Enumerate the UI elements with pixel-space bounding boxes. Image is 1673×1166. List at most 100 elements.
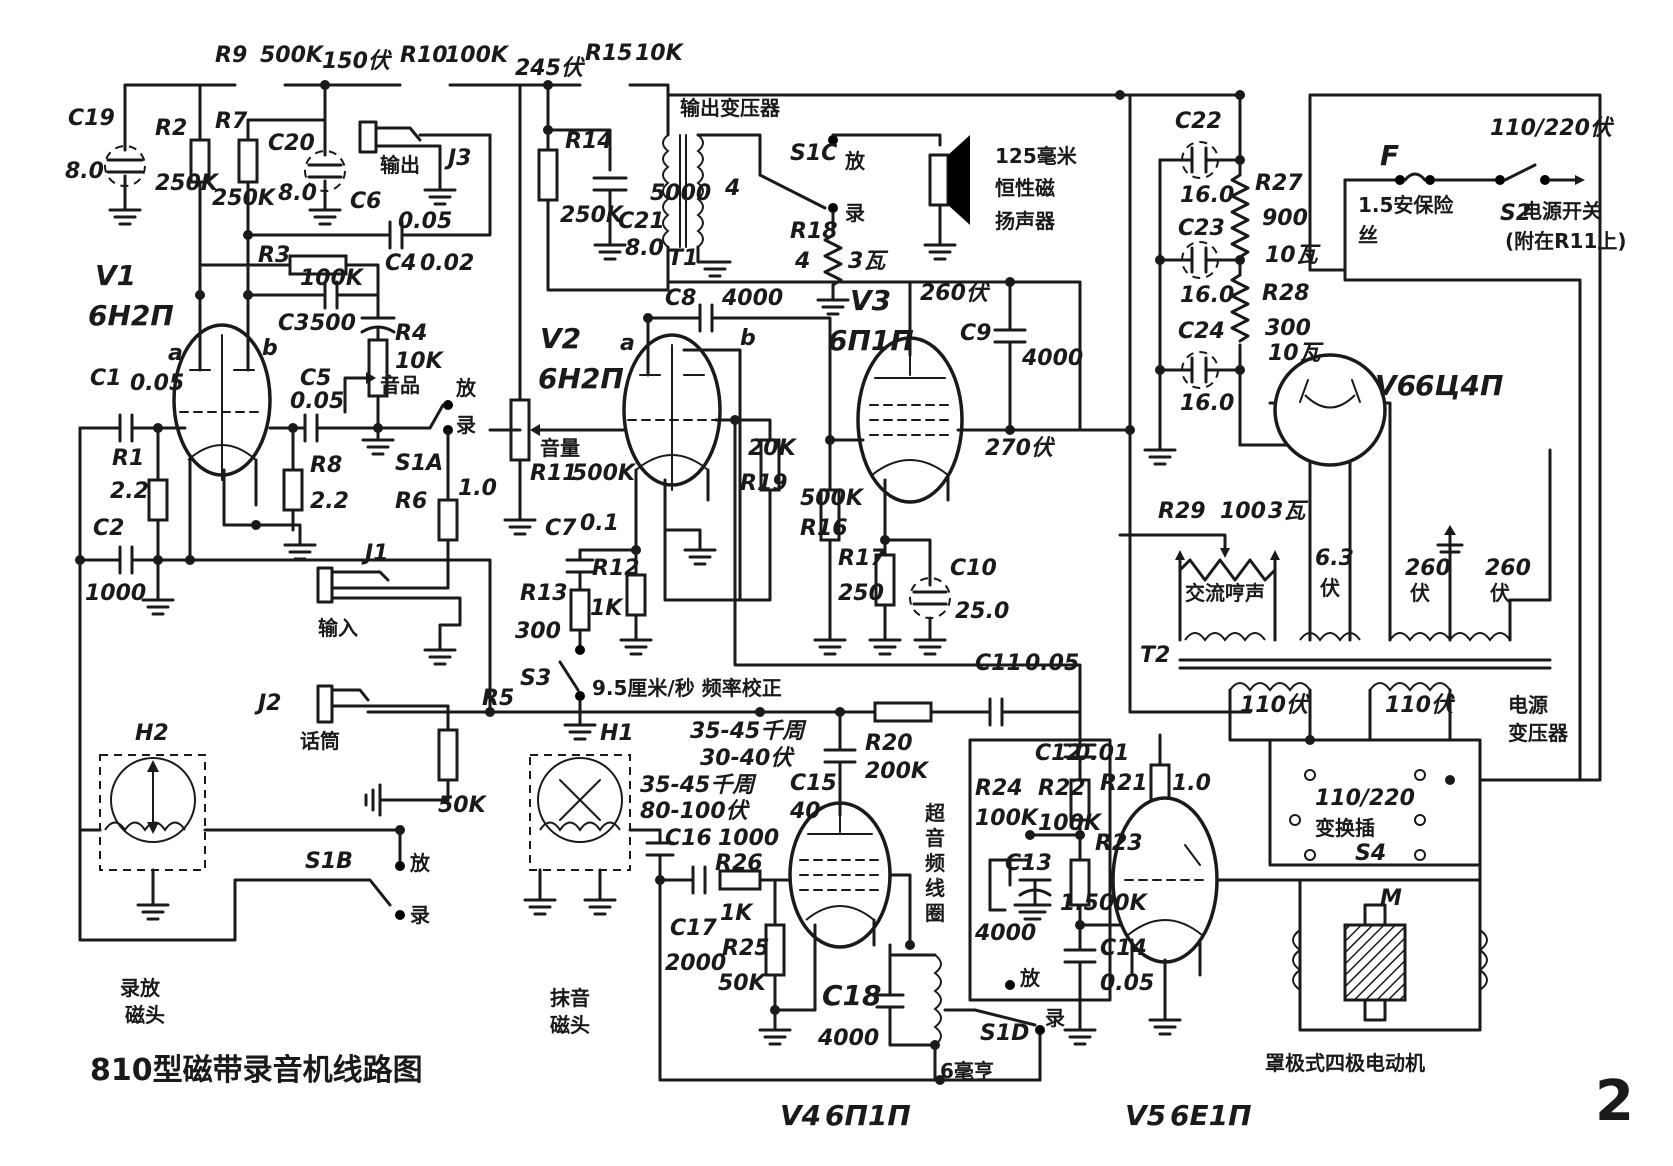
r12-ref: R12 <box>592 556 640 581</box>
c3-ref: C3 <box>278 311 309 336</box>
power-supply-section <box>1118 90 1602 1032</box>
s1c-record: 录 <box>845 201 865 225</box>
h2-label-2: 磁头 <box>125 1003 165 1027</box>
osc-coil-3: 频 <box>925 851 945 875</box>
s3-label: 9.5厘米/秒 频率校正 <box>592 676 782 700</box>
speaker-line-1: 125毫米 <box>995 144 1078 168</box>
v2-section <box>488 83 832 741</box>
hum-label: 交流哼声 <box>1185 581 1265 605</box>
r16-value: 500K <box>800 486 865 511</box>
v4-ref: V4 <box>780 1099 821 1132</box>
fuse-ref: F <box>1380 139 1399 172</box>
r4-value: 10K <box>395 349 445 374</box>
c12-ref: C12 <box>1035 741 1082 766</box>
s1d-play: 放 <box>1019 966 1041 990</box>
r6-ref: R6 <box>395 489 427 514</box>
heads-volt-1: 30-40伏 <box>700 746 795 771</box>
r16-ref: R16 <box>800 516 848 541</box>
t2-pri-a: 110伏 <box>1240 693 1311 718</box>
page-number: 2 <box>1595 1069 1634 1134</box>
c22-value: 16.0 <box>1180 183 1234 208</box>
b-plus-bus <box>123 80 1125 100</box>
v2-type: 6Н2П <box>538 362 624 395</box>
v1-ref: V1 <box>95 259 136 292</box>
s1b-ref: S1B <box>305 849 353 874</box>
heads-volt-2: 80-100伏 <box>640 799 751 824</box>
osc-coil-4: 线 <box>925 876 945 900</box>
c18-value: 4000 <box>817 1026 879 1051</box>
j3-label: 输出 <box>380 153 420 177</box>
r19-ref: R19 <box>740 471 788 496</box>
c7-value: 0.1 <box>580 511 619 536</box>
s2-ref: S2 <box>1500 201 1531 226</box>
osc-coil-5: 圈 <box>925 901 945 925</box>
s1d-record: 录 <box>1045 1006 1065 1030</box>
speaker-line-2: 恒性磁 <box>995 176 1055 200</box>
v4-v5-section <box>523 418 1302 1085</box>
c16-ref: C16 <box>665 826 712 851</box>
t2-label-a: 电源 <box>1508 693 1548 717</box>
v3-type: 6П1П <box>828 324 914 357</box>
c10-ref: C10 <box>950 556 997 581</box>
r1-value: 2.2 <box>110 479 149 504</box>
r28-ref: R28 <box>1262 281 1310 306</box>
r10-ref: R10 <box>400 43 448 68</box>
c9-value: 4000 <box>1021 346 1083 371</box>
s3-ref: S3 <box>520 666 551 691</box>
r20-ref: R20 <box>865 731 913 756</box>
osc-coil-1: 超 <box>924 801 946 825</box>
r3-ref: R3 <box>258 243 290 268</box>
c20-ref: C20 <box>268 131 315 156</box>
r27-ref: R27 <box>1255 171 1303 196</box>
j1-ref: J1 <box>361 541 389 566</box>
fil-unit: 伏 <box>1320 576 1340 600</box>
voltage-260: 260伏 <box>920 281 991 306</box>
r9-ref: R9 <box>215 43 247 68</box>
r29-ref: R29 <box>1158 499 1206 524</box>
hv-a-unit: 伏 <box>1410 581 1430 605</box>
r18-ref: R18 <box>790 219 838 244</box>
r28-power: 10瓦 <box>1268 341 1325 366</box>
hv-b: 260 <box>1485 556 1531 581</box>
s1c-ref: S1C <box>790 141 837 166</box>
labels: R9 500K 150伏 R10 100K 245伏 R15 10K 输出变压器… <box>65 41 1634 1134</box>
c14-value: 0.05 <box>1100 971 1154 996</box>
r5-value: 50K <box>438 793 488 818</box>
s1c-play: 放 <box>844 149 866 173</box>
r4-note: 音品 <box>380 373 420 397</box>
r26-ref: R26 <box>715 851 763 876</box>
c19-ref: C19 <box>68 106 115 131</box>
r27-value: 900 <box>1262 206 1308 231</box>
r21-value: 1.0 <box>1172 771 1211 796</box>
voltage-245: 245伏 <box>515 56 586 81</box>
c13-ref: C13 <box>1005 851 1052 876</box>
osc-coil-value: 6毫亨 <box>940 1059 994 1083</box>
v2-pin-b: b <box>740 326 756 351</box>
c12-value: 0.01 <box>1075 741 1129 766</box>
r27-power: 10瓦 <box>1265 243 1322 268</box>
r12-value: 1K <box>590 596 624 621</box>
r4-ref: R4 <box>395 321 427 346</box>
h1-label-2: 磁头 <box>550 1013 590 1037</box>
c19-value: 8.0 <box>65 159 104 184</box>
v2-pin-a: a <box>620 331 635 356</box>
r29-value: 100 <box>1220 499 1266 524</box>
r7-value: 250K <box>212 186 277 211</box>
v3-section <box>648 93 1252 714</box>
s4-ref: S4 <box>1355 841 1386 866</box>
v1-pin-a: a <box>168 341 183 366</box>
t1-label: 输出变压器 <box>680 96 781 120</box>
v3-ref: V3 <box>850 284 891 317</box>
c13-value: 4000 <box>974 921 1036 946</box>
fuse-label-2: 丝 <box>1358 223 1378 247</box>
c23-ref: C23 <box>1178 216 1225 241</box>
s2-note: (附在R11上) <box>1505 229 1627 253</box>
voltage-270: 270伏 <box>985 436 1056 461</box>
mains-label: 110/220伏 <box>1490 116 1615 141</box>
s1a-record: 录 <box>456 413 476 437</box>
motor-ref: M <box>1380 886 1402 911</box>
v6-type: 6Ц4П <box>1415 369 1503 402</box>
j2-ref: J2 <box>254 691 282 716</box>
c21-ref: C21 <box>618 209 665 234</box>
